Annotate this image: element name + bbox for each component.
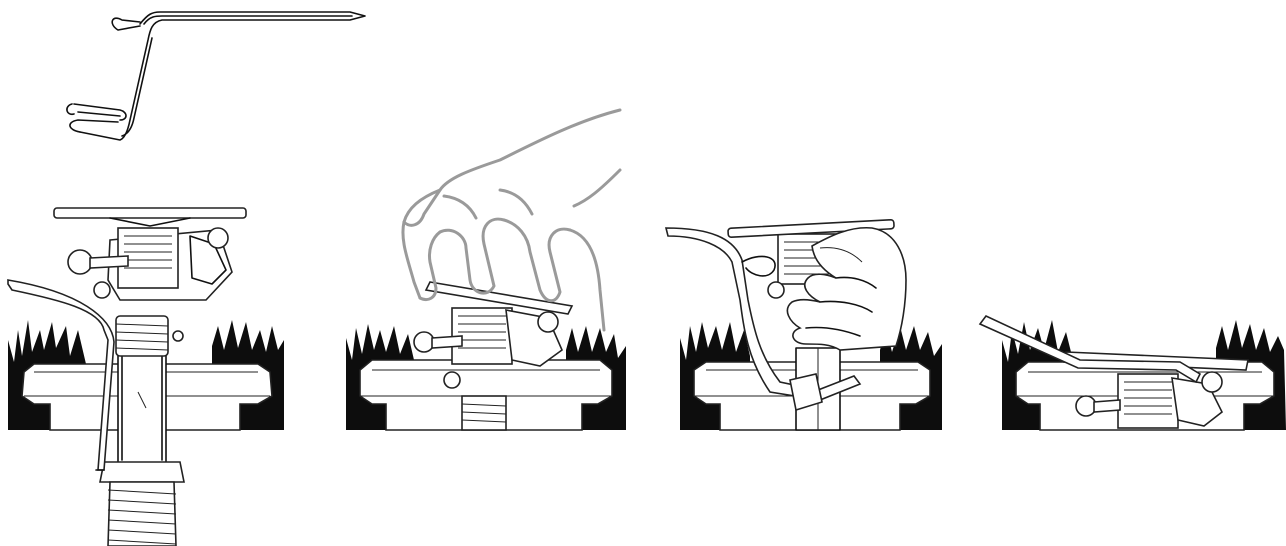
hand-illustration <box>401 108 622 332</box>
hand-illustration <box>786 226 907 351</box>
step-3-panel <box>664 219 942 431</box>
step-4-panel <box>978 314 1286 431</box>
step-2-panel <box>346 108 626 431</box>
wire-tool-icon <box>66 11 366 141</box>
step-1-panel <box>7 207 284 546</box>
